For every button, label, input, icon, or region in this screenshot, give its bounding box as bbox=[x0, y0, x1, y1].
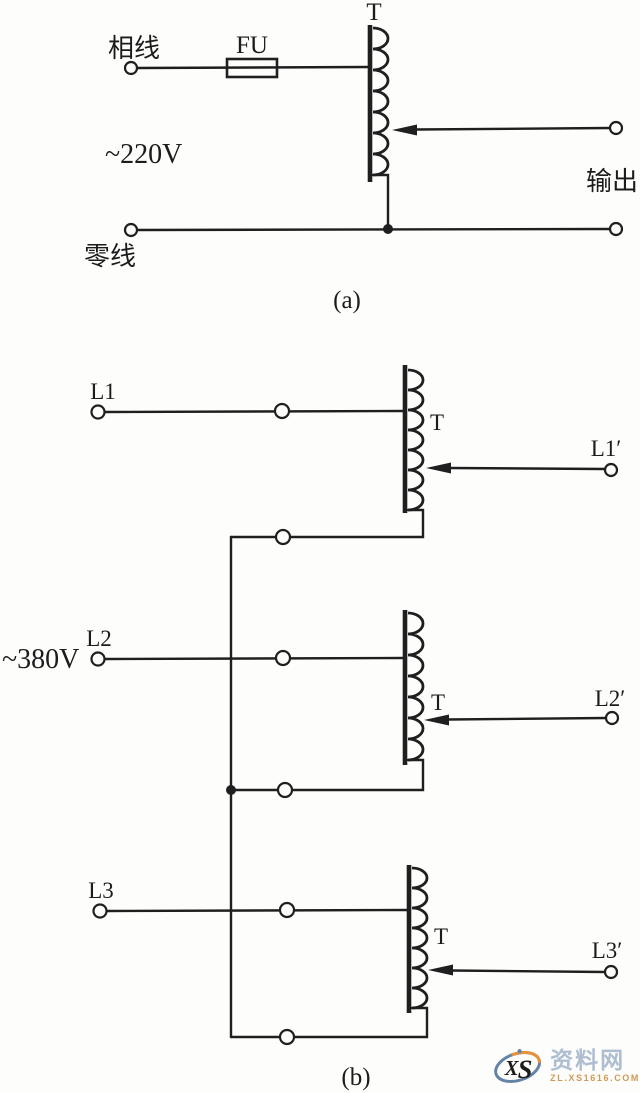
l1-return-wire bbox=[229, 508, 425, 539]
l2-transformer-label: T bbox=[431, 690, 445, 715]
fuse-symbol bbox=[225, 57, 279, 79]
star-junction-dot bbox=[226, 785, 236, 795]
neutral-line-label: 零线 bbox=[84, 242, 136, 271]
phase-line-label: 相线 bbox=[108, 34, 160, 63]
l2-output-terminal bbox=[604, 710, 620, 726]
l3-transformer-label: T bbox=[434, 924, 448, 949]
l1-tap-wire bbox=[447, 466, 607, 471]
l3-midline-terminal bbox=[278, 901, 296, 919]
phase-input-terminal bbox=[123, 60, 139, 76]
l3-return-terminal bbox=[278, 1028, 296, 1046]
l2-input-wire bbox=[103, 656, 405, 661]
logo-letter-x: X bbox=[504, 1058, 520, 1080]
logo-letter-s: S bbox=[518, 1054, 533, 1084]
l3-return-wire bbox=[229, 1006, 429, 1039]
watermark-site-url: ZL.XS1616.COM bbox=[550, 1073, 640, 1083]
fuse-label: FU bbox=[236, 32, 268, 59]
l1-transformer-label: T bbox=[430, 410, 444, 435]
l3-input-terminal bbox=[92, 903, 108, 919]
l2-input-label: L2 bbox=[86, 626, 112, 651]
output-neutral-terminal bbox=[608, 221, 624, 237]
l2-transformer-winding bbox=[407, 611, 425, 762]
l3-tap-wire bbox=[449, 969, 607, 974]
phase-l1-branch: L1 T L1′ bbox=[90, 365, 622, 546]
l3-transformer-winding bbox=[411, 866, 429, 1010]
transformer-winding bbox=[372, 26, 390, 177]
output-label: 输出 bbox=[586, 167, 638, 196]
l2-tap-arrowhead-icon bbox=[424, 714, 449, 726]
l1-tap-arrowhead-icon bbox=[426, 462, 451, 474]
l1-midline-terminal bbox=[273, 402, 291, 420]
l3-input-label: L3 bbox=[88, 878, 114, 903]
l1-transformer-winding bbox=[407, 368, 425, 512]
voltage-label-220v: ~220V bbox=[105, 139, 182, 170]
diagram-a: FU 相线 ~220V T 零线 输出 (a) bbox=[84, 0, 638, 314]
winding-return-wire bbox=[371, 173, 390, 231]
tap-wire bbox=[413, 126, 612, 131]
l3-output-terminal bbox=[603, 964, 619, 980]
l2-tap-wire bbox=[445, 716, 608, 721]
neutral-wire bbox=[135, 227, 612, 232]
watermark-site-name: 资料网 bbox=[550, 1047, 626, 1073]
l2-return-terminal bbox=[276, 781, 294, 799]
l1-output-terminal bbox=[603, 462, 619, 478]
l3-input-wire bbox=[105, 908, 409, 913]
l1-input-wire bbox=[102, 409, 405, 414]
tap-arrowhead-icon bbox=[392, 124, 417, 136]
l2-midline-terminal bbox=[274, 649, 292, 667]
watermark-text: 资料网 ZL.XS1616.COM bbox=[550, 1049, 640, 1083]
l3-tap-arrowhead-icon bbox=[428, 964, 453, 976]
l1-return-terminal bbox=[274, 528, 292, 546]
transformer-label: T bbox=[366, 0, 381, 26]
neutral-input-terminal bbox=[123, 222, 139, 238]
l1-input-label: L1 bbox=[90, 379, 116, 404]
diagram-b: ~380V L1 T L1′ bbox=[2, 365, 625, 1091]
l1-output-label: L1′ bbox=[591, 436, 622, 461]
logo-ellipse-orange-swoosh bbox=[508, 1051, 542, 1071]
l2-input-terminal bbox=[90, 651, 106, 667]
caption-b: (b) bbox=[341, 1064, 370, 1091]
phase-wire bbox=[135, 65, 371, 70]
l1-input-terminal bbox=[90, 404, 106, 420]
watermark: X S 资料网 ZL.XS1616.COM bbox=[492, 1040, 640, 1092]
voltage-label-380v: ~380V bbox=[2, 644, 79, 675]
junction-dot bbox=[383, 224, 393, 234]
l2-return-wire bbox=[229, 758, 425, 792]
caption-a: (a) bbox=[333, 287, 361, 314]
watermark-logo: X S bbox=[494, 1049, 542, 1084]
l2-output-label: L2′ bbox=[595, 686, 626, 711]
l3-output-label: L3′ bbox=[592, 938, 623, 963]
output-tap-terminal bbox=[608, 120, 624, 136]
phase-l2-branch: L2 T L2′ bbox=[86, 610, 626, 799]
phase-l3-branch: L3 T L3′ bbox=[88, 865, 623, 1046]
logo-dot bbox=[517, 1049, 522, 1054]
